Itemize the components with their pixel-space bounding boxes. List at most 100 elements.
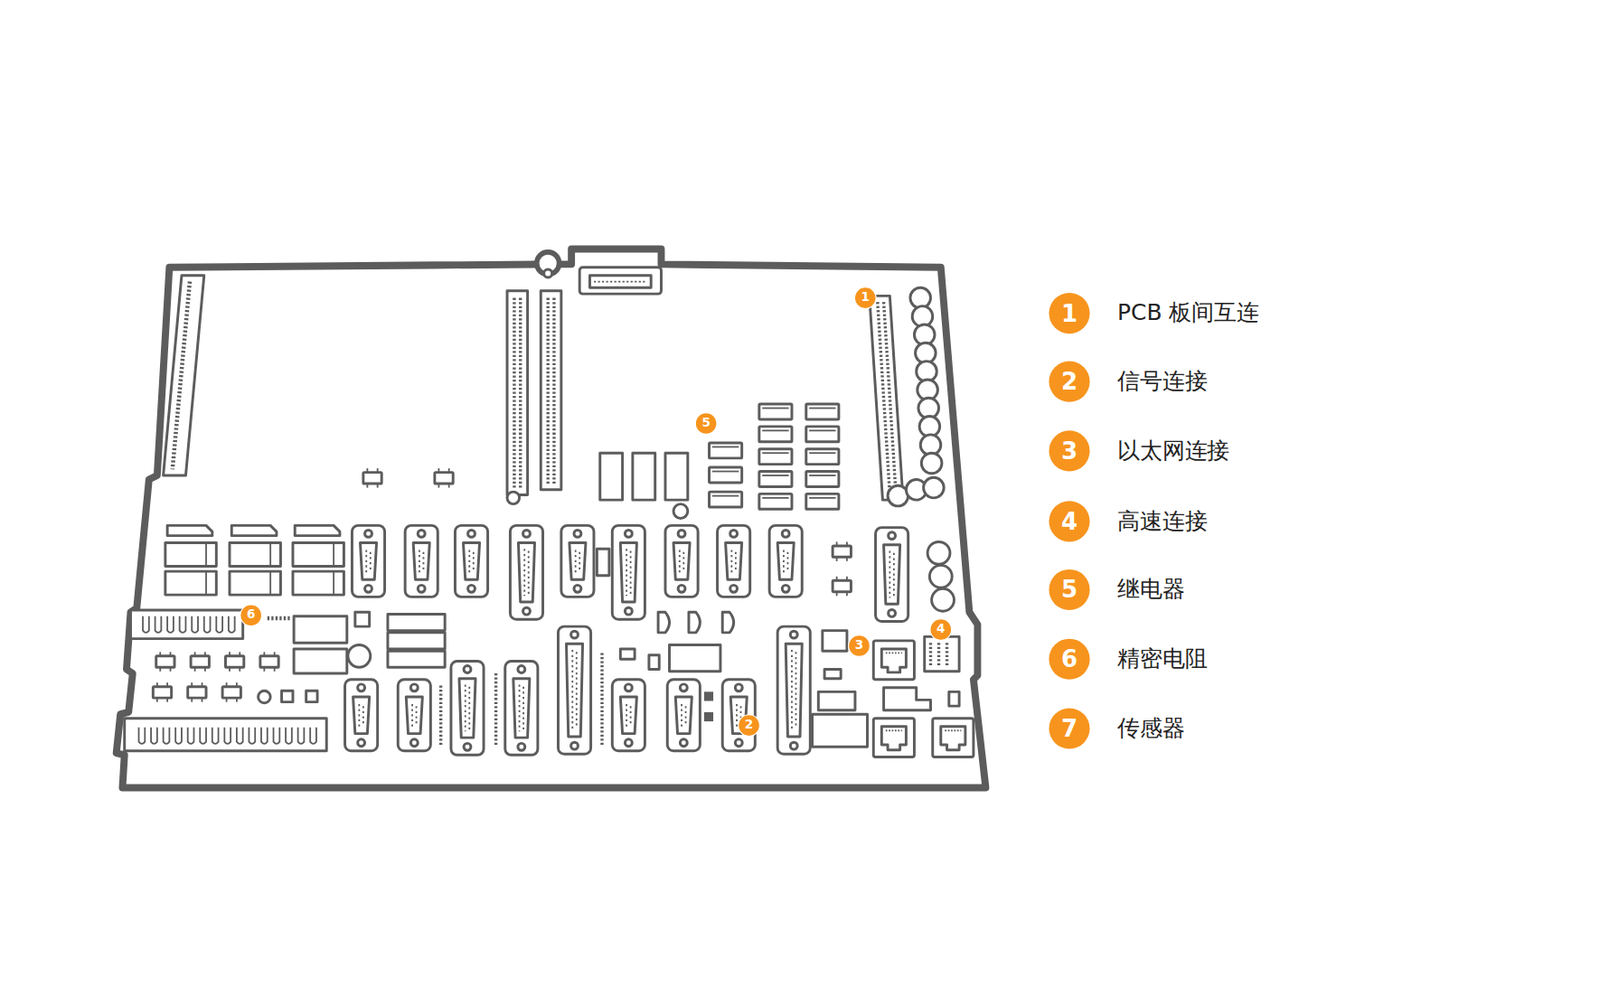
callout-number: 3 <box>847 634 871 658</box>
capacitor <box>632 452 656 500</box>
high-speed-connector <box>924 636 960 671</box>
terminal-tooth <box>216 616 223 633</box>
pins <box>884 301 897 494</box>
db9-connector <box>667 679 700 752</box>
chip <box>225 651 244 671</box>
callout-number: 6 <box>239 603 263 627</box>
terminal-tooth <box>228 616 236 633</box>
small-part <box>596 548 610 575</box>
led <box>923 477 945 499</box>
component-block <box>669 644 721 671</box>
small-part <box>824 669 841 679</box>
resistor-array <box>267 616 292 622</box>
pins <box>593 281 648 283</box>
db25-connector <box>451 660 484 755</box>
edge-header <box>163 275 205 476</box>
component-block <box>293 649 348 674</box>
legend-text: 精密电阻 <box>1117 644 1207 674</box>
d-part <box>658 611 669 633</box>
small-part <box>704 691 714 701</box>
terminal-tooth <box>261 727 268 744</box>
terminal-tooth <box>224 727 231 744</box>
legend-text: 继电器 <box>1117 575 1186 605</box>
pins <box>937 642 941 666</box>
db9-connector <box>769 525 802 597</box>
db25-connector <box>611 525 645 620</box>
terminal-tooth <box>298 727 305 744</box>
component-block <box>229 525 281 595</box>
legend-text: 以太网连接 <box>1117 436 1230 466</box>
legend-text: PCB 板间互连 <box>1117 299 1260 329</box>
terminal-tooth <box>212 727 219 744</box>
relay <box>759 471 792 488</box>
callout-number: 1 <box>854 286 877 310</box>
callout-number: 6 <box>1048 639 1090 680</box>
small-part <box>949 691 960 706</box>
mounting-hole <box>544 269 553 278</box>
callout-number: 4 <box>1048 500 1090 542</box>
component-block <box>884 687 932 711</box>
capacitor <box>600 452 623 500</box>
callout-number: 2 <box>1048 361 1090 403</box>
chip <box>832 541 851 561</box>
terminal-tooth <box>150 727 158 744</box>
db9-connector <box>397 679 431 752</box>
relay <box>806 471 839 488</box>
db9-connector <box>345 679 378 752</box>
resistor-array <box>600 652 603 745</box>
pins <box>518 298 522 489</box>
chip <box>190 651 209 671</box>
pins <box>512 298 516 489</box>
small-part <box>649 655 659 670</box>
callout-number: 1 <box>1048 292 1090 334</box>
terminal-tooth <box>175 727 182 744</box>
led <box>921 452 942 474</box>
small-part <box>306 690 318 702</box>
terminal-tooth <box>273 727 281 744</box>
db9-connector <box>665 525 698 597</box>
pins <box>945 642 949 666</box>
relay-body <box>387 614 445 631</box>
pins <box>929 642 932 666</box>
pins <box>877 301 891 494</box>
top-connector <box>579 267 661 294</box>
relay <box>759 493 792 509</box>
terminal-tooth <box>155 616 162 633</box>
small-part <box>620 649 635 659</box>
sensor <box>348 644 371 668</box>
terminal-tooth <box>310 727 317 744</box>
relay <box>759 449 792 465</box>
db9-connector <box>717 525 751 597</box>
db9-connector <box>351 525 385 597</box>
terminal-tooth <box>142 616 150 633</box>
terminal-tooth <box>236 727 244 744</box>
sensor <box>931 588 955 612</box>
terminal-tooth <box>139 727 146 744</box>
db37-connector <box>557 626 591 754</box>
relay <box>806 426 839 443</box>
sensor <box>927 541 951 565</box>
chip <box>363 468 382 488</box>
db9-connector <box>561 525 594 597</box>
terminal-tooth <box>179 616 187 633</box>
db25-connector <box>875 527 909 622</box>
component-block <box>812 714 868 747</box>
legend-text: 高速连接 <box>1117 507 1207 537</box>
callout-number: 2 <box>737 714 761 737</box>
terminal-tooth <box>167 616 174 633</box>
relay-body <box>387 650 445 668</box>
small-part <box>282 690 293 702</box>
relay <box>806 493 839 509</box>
db9-connector <box>611 679 645 752</box>
chip <box>156 651 175 671</box>
db37-connector <box>777 626 810 754</box>
relay <box>709 491 743 508</box>
terminal-tooth <box>204 616 211 633</box>
chip <box>434 468 453 488</box>
relay <box>806 404 839 420</box>
board-outline <box>116 248 987 788</box>
legend-text: 信号连接 <box>1117 367 1207 396</box>
terminal-tooth <box>163 727 170 744</box>
